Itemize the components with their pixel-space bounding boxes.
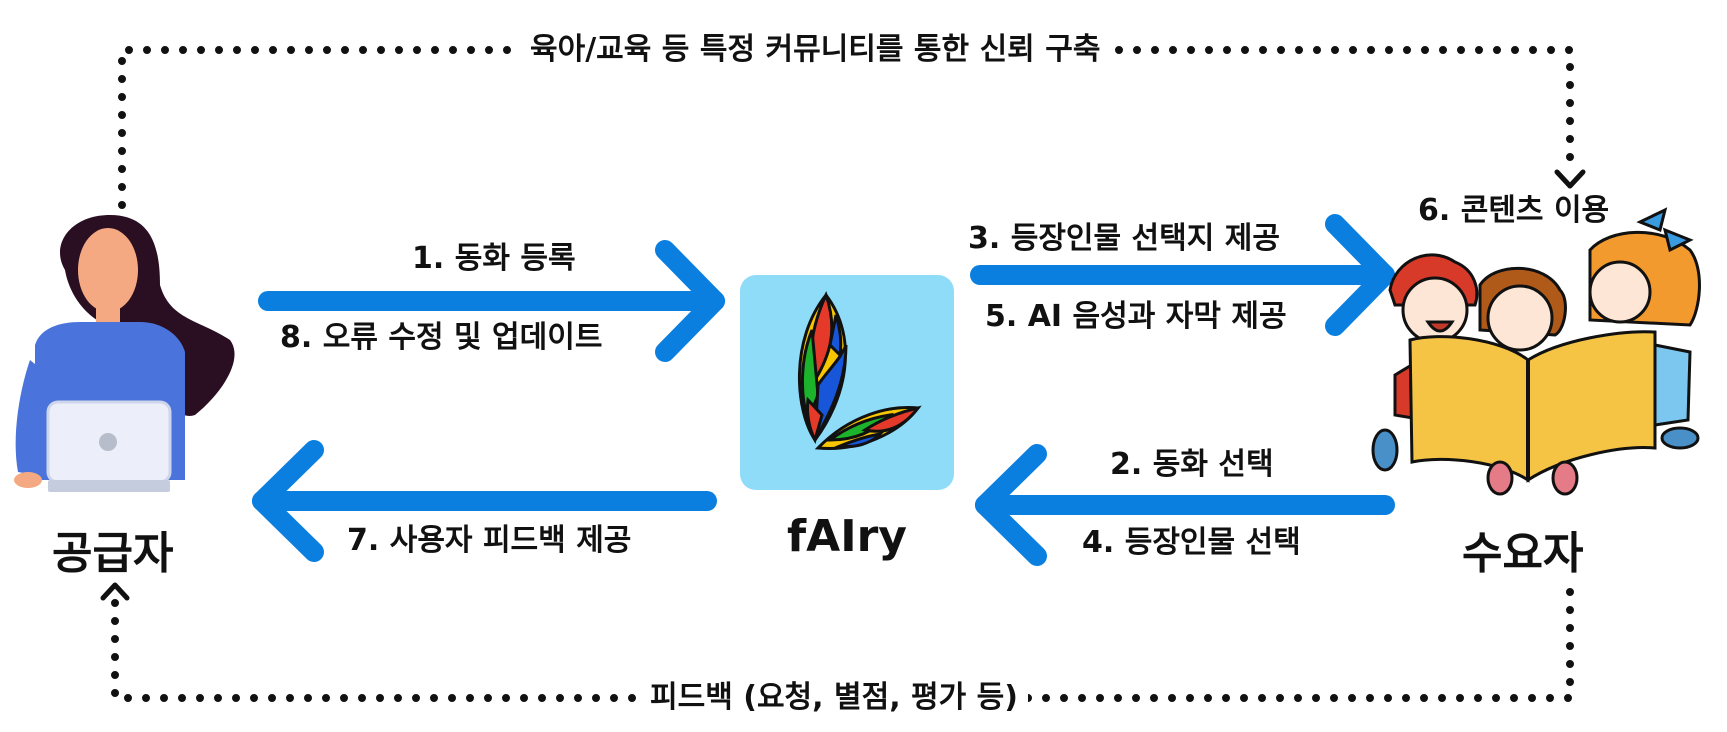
top-loop-arrowhead	[1557, 172, 1583, 186]
kid-right-shirt	[1655, 345, 1690, 425]
step8-label: 8. 오류 수정 및 업데이트	[280, 323, 602, 353]
supplier-face	[78, 228, 138, 312]
book-right-page	[1528, 332, 1655, 480]
platform-label: fAIry	[787, 515, 907, 559]
kid-left-face	[1403, 278, 1467, 342]
supplier-illustration	[14, 215, 235, 492]
consumer-illustration	[1373, 210, 1699, 494]
kid-right-face	[1590, 262, 1650, 322]
step4-label: 4. 등장인물 선택	[1082, 528, 1301, 558]
consumer-label: 수요자	[1462, 532, 1583, 576]
kid-mid-shoe-right	[1553, 462, 1577, 494]
step5-label: 5. AI 음성과 자막 제공	[985, 302, 1287, 332]
laptop-logo-icon	[99, 433, 117, 451]
bottom-loop-label: 피드백 (요청, 별점, 평가 등)	[640, 683, 1028, 713]
supplier-label: 공급자	[52, 532, 173, 576]
kid-mid-face	[1488, 286, 1552, 350]
step2-label: 2. 동화 선택	[1110, 450, 1274, 480]
supplier-hand	[14, 472, 42, 488]
book-left-page	[1410, 337, 1528, 480]
step6-label: 6. 콘텐츠 이용	[1418, 196, 1609, 226]
top-loop-label: 육아/교육 등 특정 커뮤니티를 통한 신뢰 구축	[520, 35, 1110, 65]
step7-label: 7. 사용자 피드백 제공	[347, 526, 631, 556]
top-dotted-loop	[122, 50, 1570, 205]
step3-label: 3. 등장인물 선택지 제공	[968, 224, 1280, 254]
laptop-base	[48, 480, 170, 492]
kid-mid-shoe-left	[1488, 462, 1512, 494]
fairy-logo	[740, 275, 954, 490]
kid-left-shoe	[1373, 430, 1397, 470]
step1-label: 1. 동화 등록	[412, 244, 576, 274]
kid-right-shoe	[1662, 428, 1698, 448]
bottom-loop-arrowhead	[103, 585, 127, 598]
